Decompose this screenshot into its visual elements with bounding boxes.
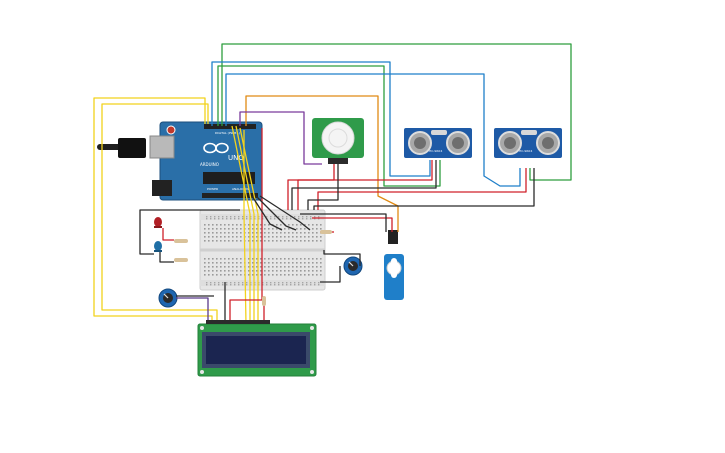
ultrasonic-right-label: HC-SR04	[519, 149, 532, 153]
board-logo-text: UNO	[228, 154, 244, 162]
board-brand-text: ARDUINO	[200, 162, 219, 167]
servo-motor[interactable]	[384, 230, 404, 300]
blue-led[interactable]	[154, 241, 162, 252]
analog-label: ANALOG IN	[232, 187, 249, 191]
power-jack	[152, 180, 172, 196]
arduino-logo	[203, 142, 229, 154]
reset-button	[166, 125, 176, 135]
usb-port	[149, 135, 175, 159]
breadboard-resistors	[262, 230, 332, 306]
red-led[interactable]	[154, 217, 162, 228]
resistor-led-red	[174, 239, 188, 243]
arduino-uno-board[interactable]: UNO ARDUINO POWER ANALOG IN DIGITAL (PWM…	[97, 121, 263, 201]
digital-header	[204, 124, 256, 129]
ultrasonic-sensor-right[interactable]: HC-SR04	[494, 128, 562, 158]
usb-plug	[118, 138, 146, 158]
pir-sensor[interactable]	[312, 118, 364, 164]
ultrasonic-left-label: HC-SR04	[429, 149, 442, 153]
potentiometer-left[interactable]	[158, 288, 178, 308]
analog-header	[202, 193, 258, 198]
ultrasonic-sensor-left[interactable]: HC-SR04	[404, 128, 472, 158]
lcd-display[interactable]	[197, 323, 317, 377]
wires	[93, 43, 572, 325]
potentiometer-right[interactable]	[343, 256, 363, 276]
digital-label: DIGITAL (PWM~)	[215, 131, 240, 135]
power-label: POWER	[207, 187, 218, 191]
resistor-led-blue	[174, 258, 188, 262]
